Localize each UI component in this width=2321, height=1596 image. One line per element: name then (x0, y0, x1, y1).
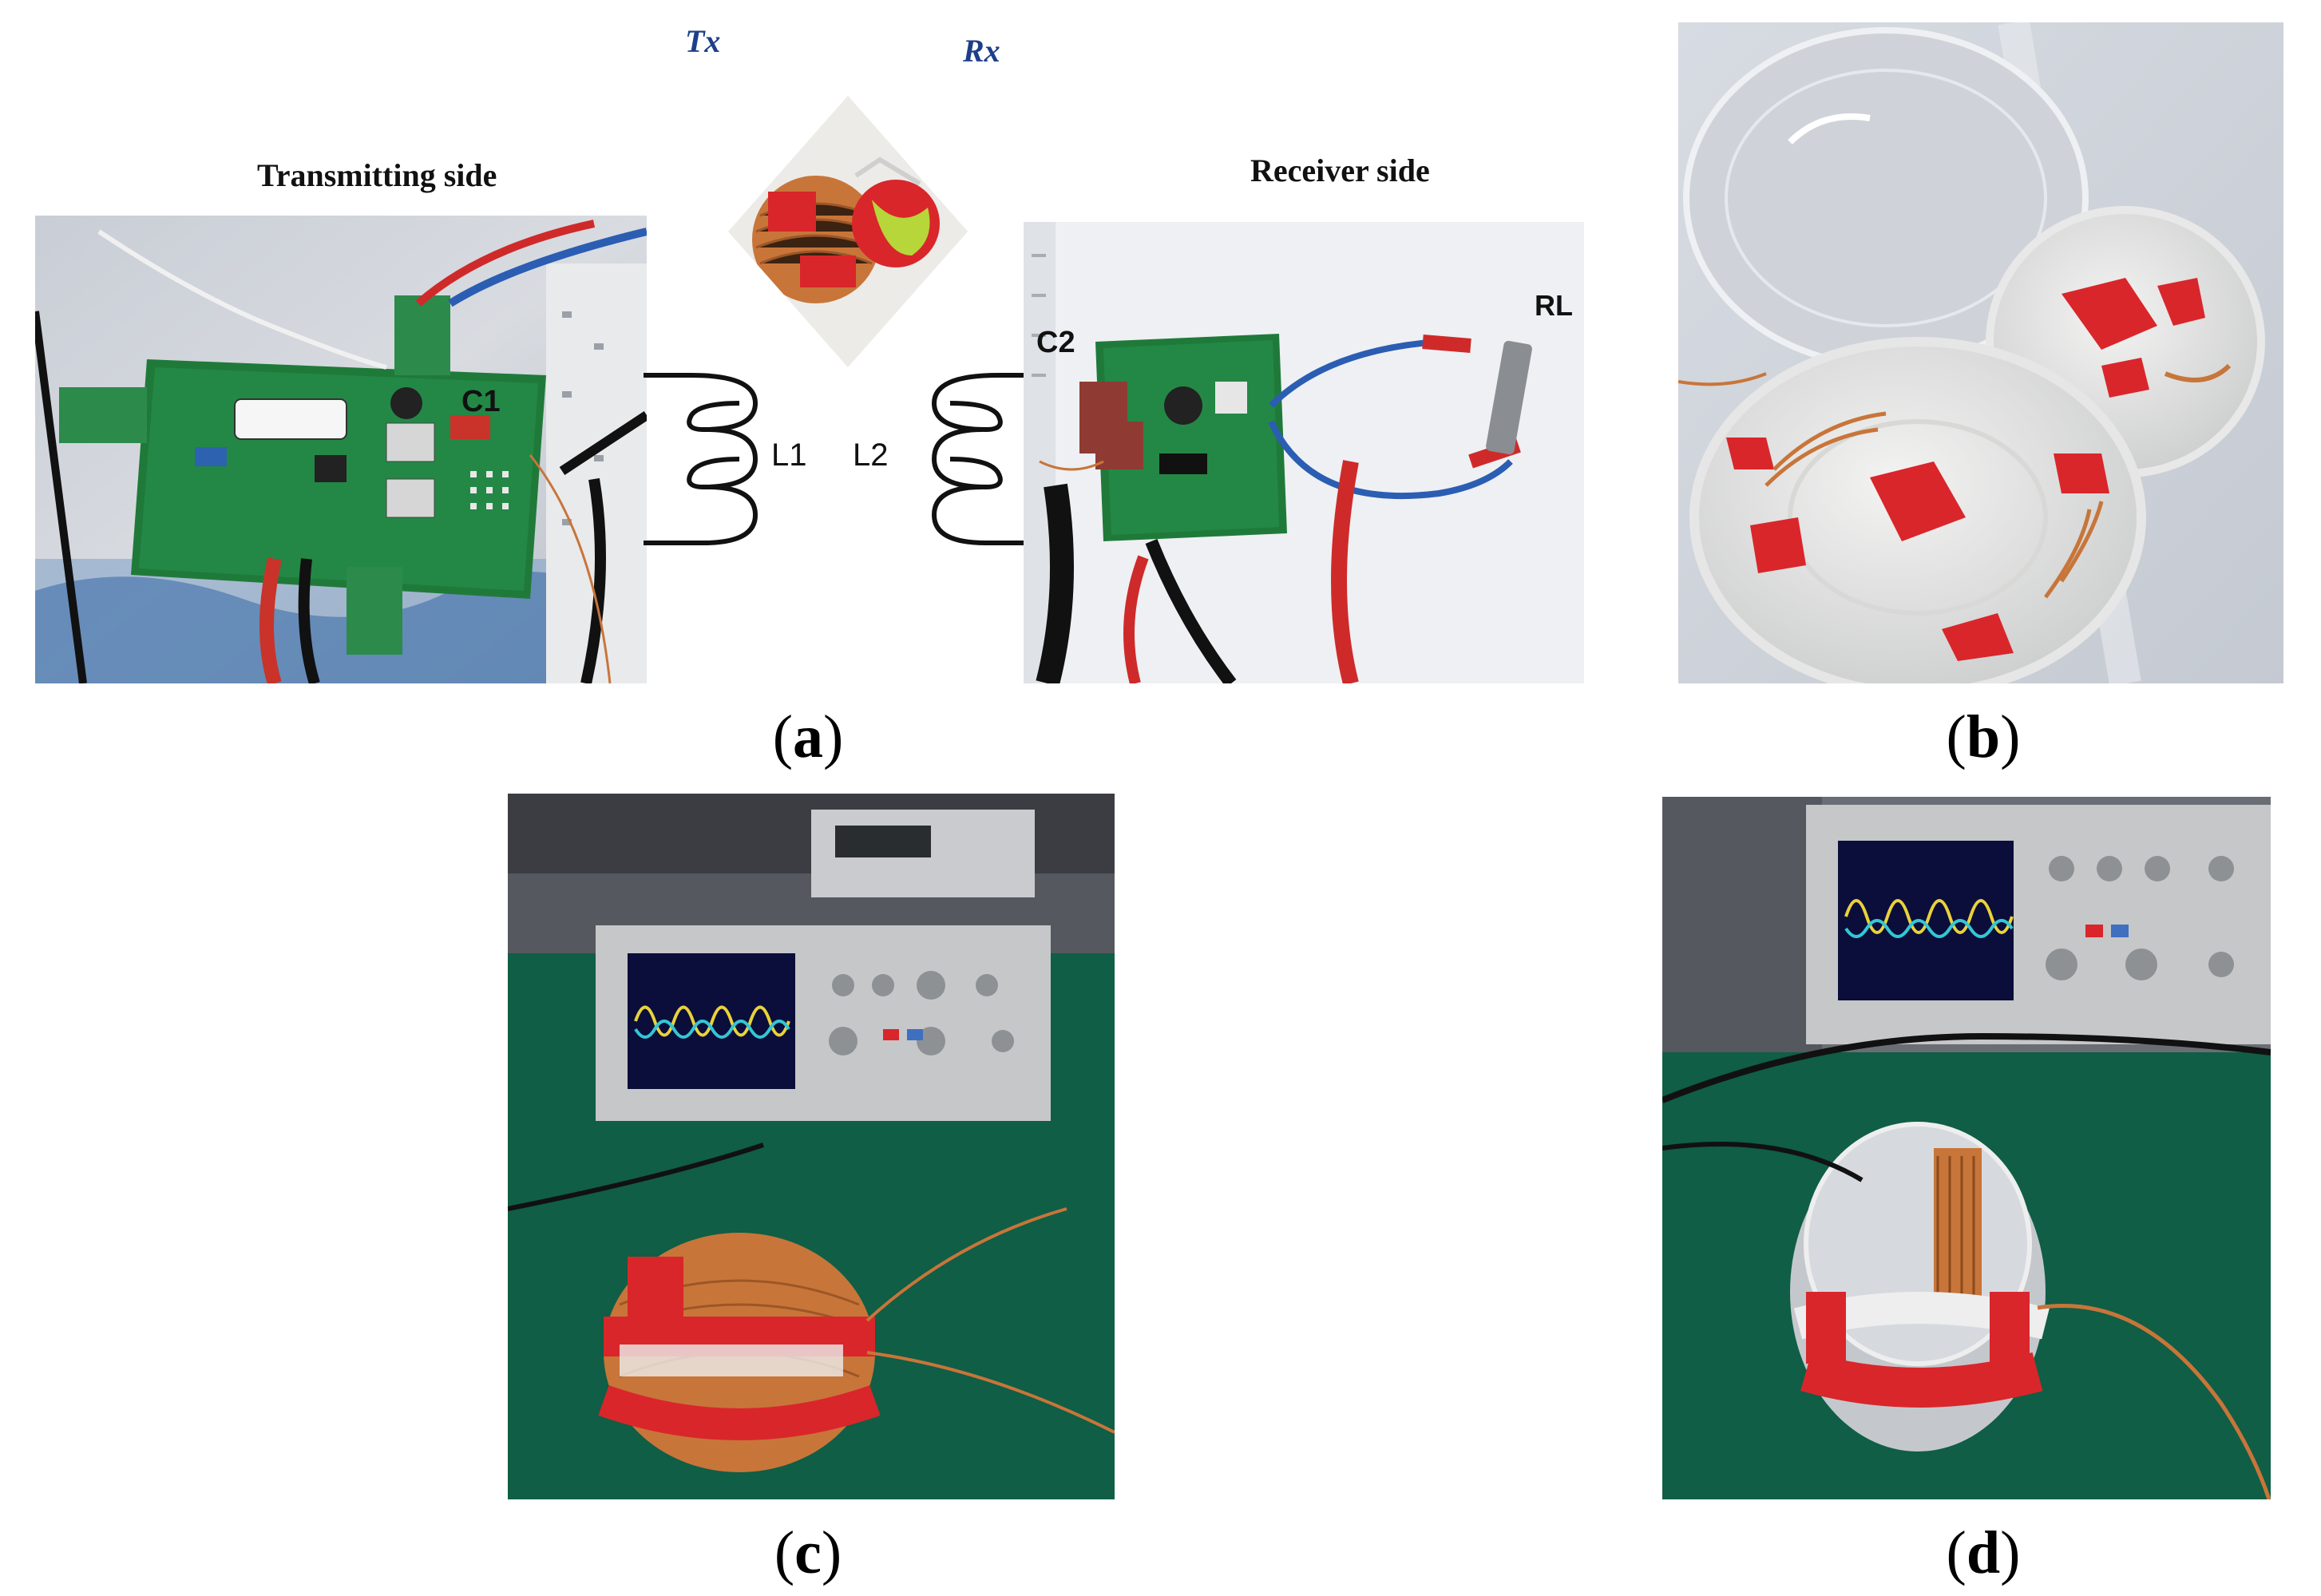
caption-c: (c) (774, 1519, 842, 1586)
receiver-side-label: Receiver side (1250, 152, 1430, 188)
rx-label: Rx (963, 33, 1000, 69)
panel-d-photo (1662, 797, 2271, 1499)
panel-b-photo (1678, 22, 2283, 683)
caption-b: (b) (1946, 703, 2021, 770)
coil-l1-icon (644, 373, 758, 545)
tx-label: Tx (685, 23, 721, 59)
c2-label: C2 (1036, 326, 1075, 359)
c1-label: C1 (461, 385, 501, 418)
l1-label: L1 (771, 438, 807, 473)
panel-c-photo (508, 794, 1115, 1499)
caption-a: (a) (772, 703, 844, 770)
rl-label: RL (1535, 289, 1573, 322)
transmitting-side-photo (35, 216, 647, 683)
l2-label: L2 (853, 438, 889, 473)
receiver-side-photo (1024, 222, 1584, 683)
tx-rx-coil-photo (728, 96, 968, 367)
transmitting-side-label: Transmitting side (257, 157, 497, 193)
caption-d: (d) (1946, 1519, 2021, 1586)
